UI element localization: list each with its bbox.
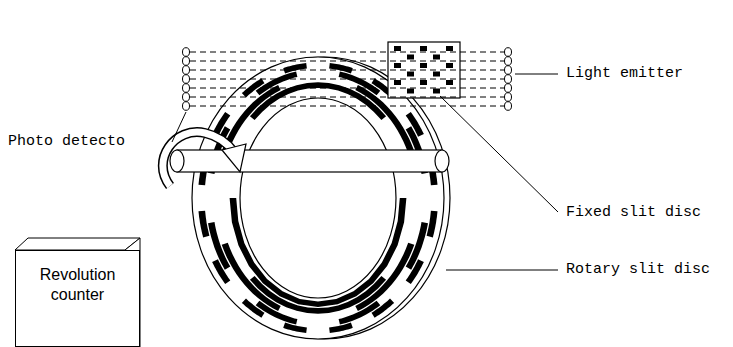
slit-segment	[406, 259, 424, 284]
leader-line	[172, 112, 186, 142]
fixed-slit	[446, 63, 453, 68]
fixed-slit	[394, 80, 401, 85]
shaft-end	[435, 150, 449, 172]
fixed-slit	[433, 72, 440, 77]
fixed-slit	[407, 55, 414, 60]
light-beam	[190, 79, 504, 80]
slit-segment	[212, 259, 230, 284]
fixed-slit	[407, 89, 414, 94]
slit-segment	[199, 211, 210, 238]
light-emitter-symbol	[505, 66, 512, 75]
photo-detector-symbol	[183, 75, 190, 84]
leader-line	[440, 96, 558, 212]
part-label: Rotary slit disc	[566, 262, 710, 278]
light-beam	[190, 88, 504, 89]
light-emitter-symbol	[505, 84, 512, 93]
light-beam	[190, 61, 504, 62]
box-top-face	[15, 238, 140, 250]
rotation-arrow	[163, 132, 234, 186]
slit-segment	[242, 299, 265, 318]
part-label: Fixed slit disc	[566, 205, 701, 221]
light-beam	[190, 70, 504, 71]
slit-segment	[329, 63, 353, 74]
slit-segment	[329, 323, 353, 334]
slit-segment	[283, 323, 307, 334]
rotary-slit-disc	[192, 57, 444, 339]
photo-detector-symbol	[183, 93, 190, 102]
photo-detector-symbol	[183, 57, 190, 66]
light-emitter-symbol	[505, 57, 512, 66]
fixed-slit	[446, 80, 453, 85]
disc-hole	[240, 98, 396, 298]
slit-segment	[372, 299, 395, 318]
light-emitter-symbol	[505, 75, 512, 84]
light-beam	[190, 97, 504, 98]
leader-line	[446, 270, 558, 271]
rotation-arrow	[163, 132, 234, 186]
light-beam	[190, 106, 504, 107]
rotation-arrowhead	[222, 144, 246, 172]
slit-segment	[283, 63, 307, 74]
slit-segment	[427, 211, 438, 238]
fixed-slit	[433, 89, 440, 94]
leader-line	[515, 74, 558, 75]
shaft-end	[170, 150, 184, 172]
fixed-slit	[407, 72, 414, 77]
slit-segment	[406, 112, 424, 137]
fixed-slit	[394, 63, 401, 68]
box-text: Revolution counter	[16, 265, 139, 305]
photo-detector-symbol	[183, 48, 190, 57]
shaft	[177, 150, 442, 172]
fixed-slit	[394, 46, 401, 51]
light-emitter-symbol	[505, 93, 512, 102]
slit-pattern	[199, 63, 438, 333]
counter-box: Revolution counter	[15, 250, 140, 347]
photo-detector-symbol	[183, 66, 190, 75]
part-label: Light emitter	[566, 66, 683, 82]
light-beams	[183, 48, 512, 111]
photo-detector-symbol	[183, 102, 190, 111]
light-emitter-symbol	[505, 102, 512, 111]
fixed-slit	[433, 55, 440, 60]
fixed-slit	[420, 63, 427, 68]
fixed-slit	[420, 46, 427, 51]
fixed-slit	[446, 46, 453, 51]
light-emitter-symbol	[505, 48, 512, 57]
photo-detector-symbol	[183, 84, 190, 93]
fixed-slit	[420, 80, 427, 85]
part-label: Photo detecto	[8, 134, 125, 150]
light-beam	[190, 52, 504, 53]
